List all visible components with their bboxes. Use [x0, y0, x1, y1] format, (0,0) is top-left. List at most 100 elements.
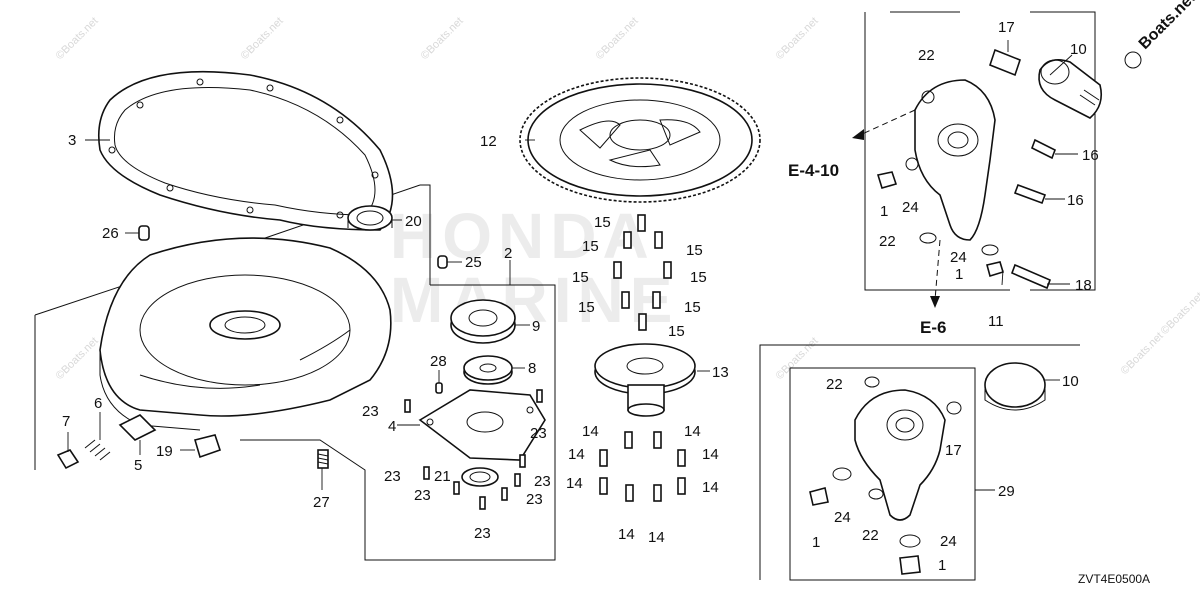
- washer-24-top: [905, 157, 919, 171]
- leader-lines: [67, 40, 1078, 491]
- callout-24-d: 24: [940, 533, 957, 550]
- boats-net-logo: Boats.net: [1124, 0, 1200, 69]
- watermark-4: ©Boats.net: [594, 15, 641, 62]
- brand-watermark: HONDA MARINE: [390, 200, 672, 336]
- callout-17-a: 17: [998, 19, 1015, 36]
- oring-22-mid: [919, 232, 937, 244]
- callout-15-e: 15: [690, 269, 707, 286]
- bolts-part-15: [613, 214, 672, 331]
- bolt-part-19: [193, 434, 222, 459]
- callout-1-b: 1: [955, 266, 963, 283]
- oring-22-top: [921, 90, 935, 104]
- callout-23-c: 23: [384, 468, 401, 485]
- callout-15-b: 15: [582, 238, 599, 255]
- watermark-5: ©Boats.net: [774, 15, 821, 62]
- relief-valve-parts: [56, 414, 222, 470]
- seal-outer: [347, 205, 393, 231]
- callout-27: 27: [313, 494, 330, 511]
- callout-13: 13: [712, 364, 729, 381]
- piston-part-5: [118, 414, 157, 441]
- flywheel-part-12: [519, 77, 761, 203]
- watermark-9: ©Boats.net: [1159, 290, 1200, 337]
- callout-1-a: 1: [880, 203, 888, 220]
- callout-23-e: 23: [474, 525, 491, 542]
- bolt-16-lower: [1013, 183, 1047, 205]
- callout-4: 4: [388, 418, 396, 435]
- plug-part-7: [56, 449, 80, 470]
- bolt-18: [1010, 263, 1052, 290]
- callout-14-a: 14: [582, 423, 599, 440]
- group-box-29: [789, 367, 976, 581]
- callout-14-b: 14: [684, 423, 701, 440]
- callout-25: 25: [465, 254, 482, 271]
- dowel-26: [138, 225, 150, 241]
- group-box-11: [864, 11, 1096, 291]
- callout-9: 9: [532, 318, 540, 335]
- callout-14-h: 14: [648, 529, 665, 546]
- washer-24-mid: [981, 244, 999, 256]
- callout-16-a: 16: [1082, 147, 1099, 164]
- oil-filter-part-10-bottom: [984, 362, 1046, 411]
- gasket-outline: [97, 70, 394, 231]
- plug-1-top: [876, 171, 898, 189]
- stud-17-b: [946, 401, 962, 415]
- callout-17-b: 17: [945, 442, 962, 459]
- oil-pump-assembly-part-29: [809, 376, 962, 575]
- callout-15-a: 15: [594, 214, 611, 231]
- callout-20: 20: [405, 213, 422, 230]
- logo-circle-icon: [1124, 51, 1142, 69]
- callout-1-c: 1: [812, 534, 820, 551]
- callout-15-g: 15: [684, 299, 701, 316]
- callout-22-b: 22: [879, 233, 896, 250]
- seal-part-20: [347, 205, 393, 231]
- callout-22-a: 22: [918, 47, 935, 64]
- ref-e-4-10: E-4-10: [788, 161, 839, 180]
- oil-pump-assembly-part-11: [876, 48, 1057, 290]
- watermark-3: ©Boats.net: [419, 15, 466, 62]
- callout-23-g: 23: [534, 473, 551, 490]
- bolts-part-14: [599, 431, 686, 502]
- bolt-16-upper: [1030, 138, 1057, 160]
- oring-22-b2: [868, 488, 884, 500]
- callouts: 3 26 20 25 2 9 8 28 4 23 23 23 23 23 23 …: [62, 19, 1099, 574]
- callout-8: 8: [528, 360, 536, 377]
- watermark-1: ©Boats.net: [54, 15, 101, 62]
- callout-14-c: 14: [568, 446, 585, 463]
- watermark-2: ©Boats.net: [239, 15, 286, 62]
- bolts-part-23: [404, 389, 543, 510]
- watermark-7: ©Boats.net: [774, 335, 821, 382]
- callout-14-g: 14: [618, 526, 635, 543]
- seal-part-21: [461, 467, 499, 487]
- callout-10-b: 10: [1062, 373, 1079, 390]
- gasket-part-3: [97, 70, 394, 231]
- pump-cover-part-4: [418, 389, 546, 461]
- callout-23-b: 23: [530, 425, 547, 442]
- callout-14-e: 14: [566, 475, 583, 492]
- callout-11: 11: [988, 313, 1004, 330]
- washer-24-b1: [832, 467, 852, 481]
- oil-filter-part-10-top: [1038, 59, 1103, 119]
- callout-21: 21: [434, 468, 451, 485]
- case-housing: [99, 237, 392, 431]
- callout-15-d: 15: [572, 269, 589, 286]
- dowel-25: [437, 255, 448, 269]
- callout-23-d: 23: [414, 487, 431, 504]
- plug-1-b2: [899, 555, 921, 575]
- plug-1-b1: [809, 487, 829, 506]
- callout-14-d: 14: [702, 446, 719, 463]
- bolt-part-27: [317, 449, 329, 469]
- callout-22-d: 22: [862, 527, 879, 544]
- gear-part-9: [450, 299, 516, 344]
- callout-23-f: 23: [526, 491, 543, 508]
- callout-15-c: 15: [686, 242, 703, 259]
- callout-6: 6: [94, 395, 102, 412]
- callout-26: 26: [102, 225, 119, 242]
- callout-16-b: 16: [1067, 192, 1084, 209]
- pin-28: [435, 382, 443, 394]
- stud-part-17: [989, 48, 1021, 77]
- diagram-code: ZVT4E0500A: [1078, 572, 1150, 586]
- brand-watermark-line-1: HONDA: [390, 200, 655, 272]
- plug-1-mid: [986, 261, 1004, 278]
